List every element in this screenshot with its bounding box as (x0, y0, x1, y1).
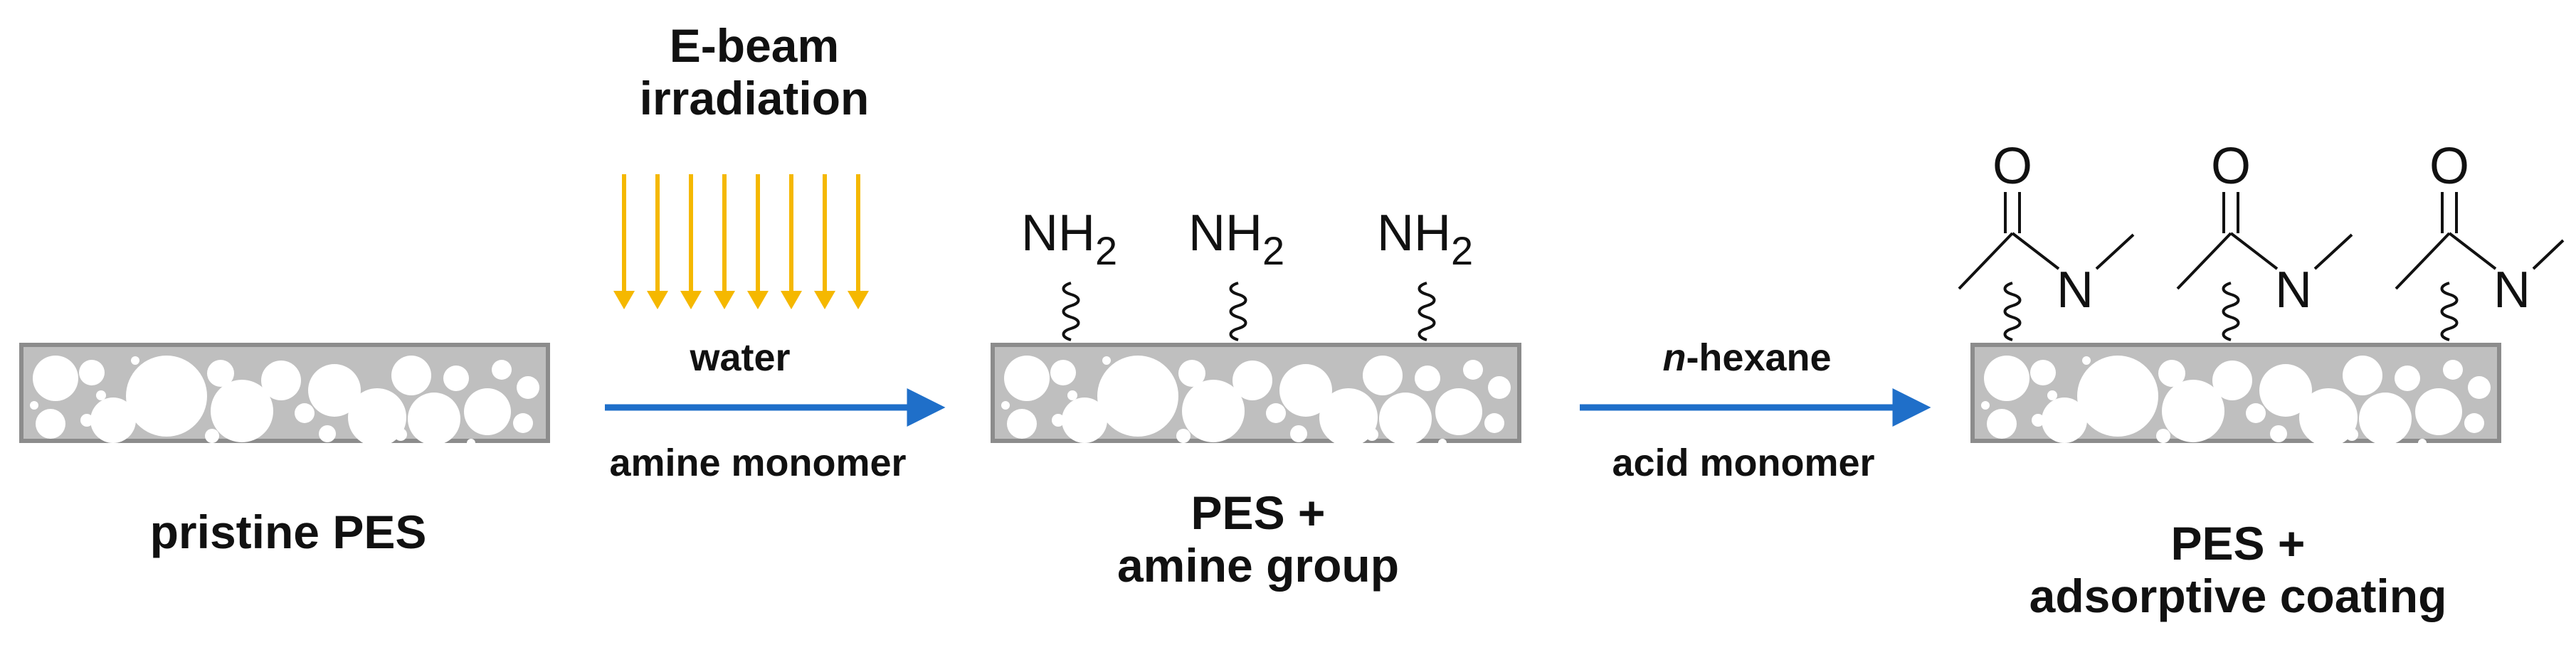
svg-text:N: N (2493, 262, 2530, 319)
amine-group-2: NH2 (1188, 205, 1284, 341)
amine-group-3: NH2 (1377, 205, 1473, 341)
svg-text:N: N (2275, 262, 2312, 319)
ebeam-ray (613, 174, 635, 309)
stage2-label-line1: PES + (1191, 486, 1326, 539)
amine-group-1: NH2 (1021, 205, 1117, 341)
step2-solvent-rest: -hexane (1686, 336, 1832, 379)
ebeam-ray (848, 174, 869, 309)
amine-membrane (991, 343, 1521, 447)
stage3-label-line1: PES + (2170, 517, 2306, 570)
svg-text:O: O (2429, 138, 2469, 195)
svg-text:NH2: NH2 (1377, 205, 1473, 273)
ebeam-rays (613, 174, 869, 309)
stage3-label-line2: adsorptive coating (2029, 569, 2447, 622)
pristine-membrane (19, 343, 550, 447)
ebeam-label-line2: irradiation (639, 71, 870, 124)
ebeam-label-line1: E-beam (669, 19, 840, 72)
step2-solvent-italic: n (1662, 336, 1686, 379)
svg-text:NH2: NH2 (1021, 205, 1117, 273)
svg-text:O: O (2211, 138, 2251, 195)
ebeam-ray (814, 174, 835, 309)
stage3-label: PES + adsorptive coating (2029, 517, 2447, 623)
ebeam-ray (747, 174, 769, 309)
step2-solvent-label: n-hexane (1662, 336, 1831, 380)
ebeam-ray (714, 174, 735, 309)
ebeam-label: E-beam irradiation (639, 19, 870, 125)
step2-reagent-label: acid monomer (1612, 442, 1875, 484)
svg-text:O: O (1992, 138, 2032, 195)
amide-group-2: O N (2176, 138, 2353, 341)
stage1-label: pristine PES (149, 506, 427, 558)
ebeam-ray (647, 174, 668, 309)
stage2-label: PES + amine group (1117, 486, 1400, 592)
stage2-label-line2: amine group (1117, 538, 1400, 592)
svg-text:NH2: NH2 (1188, 205, 1284, 273)
coated-membrane (1970, 343, 2501, 447)
amide-group-3: O N (2395, 138, 2565, 341)
ebeam-ray (680, 174, 702, 309)
amide-group-1: O N (1958, 138, 2135, 341)
step1-solvent-label: water (690, 336, 791, 379)
step1-reagent-label: amine monomer (609, 442, 907, 484)
ebeam-ray (781, 174, 802, 309)
svg-text:N: N (2057, 262, 2094, 319)
